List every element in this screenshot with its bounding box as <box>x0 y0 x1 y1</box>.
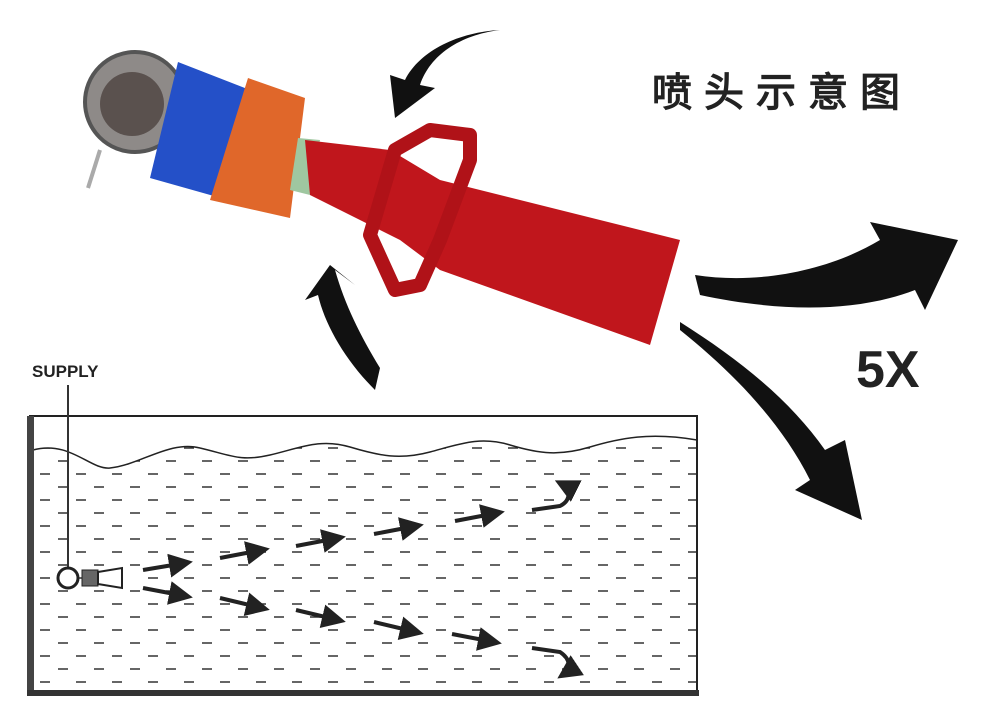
diagram-title: 喷头示意图 <box>652 70 912 116</box>
nozzle-photo <box>83 50 680 345</box>
flow-indicator-arrows <box>305 30 958 520</box>
water <box>33 436 697 690</box>
inflow-arrow-bottom <box>305 265 380 390</box>
nozzle-frame <box>363 123 477 297</box>
tank-wall <box>27 416 34 694</box>
wire <box>86 149 102 189</box>
tank-floor <box>27 690 699 696</box>
strainer-center <box>100 72 164 136</box>
orange-nut <box>210 78 305 218</box>
inflow-arrow-top <box>390 30 500 118</box>
eductor-nozzle-icon <box>56 566 123 590</box>
outflow-arrow-upper <box>695 222 958 310</box>
outflow-arrow-lower <box>680 322 862 520</box>
supply-label: SUPPLY <box>32 362 99 381</box>
red-nozzle-body <box>305 140 680 345</box>
tank <box>27 385 699 696</box>
flow-arrows <box>142 480 584 679</box>
water-surface <box>32 435 698 469</box>
magnification-label: 5X <box>856 341 920 399</box>
